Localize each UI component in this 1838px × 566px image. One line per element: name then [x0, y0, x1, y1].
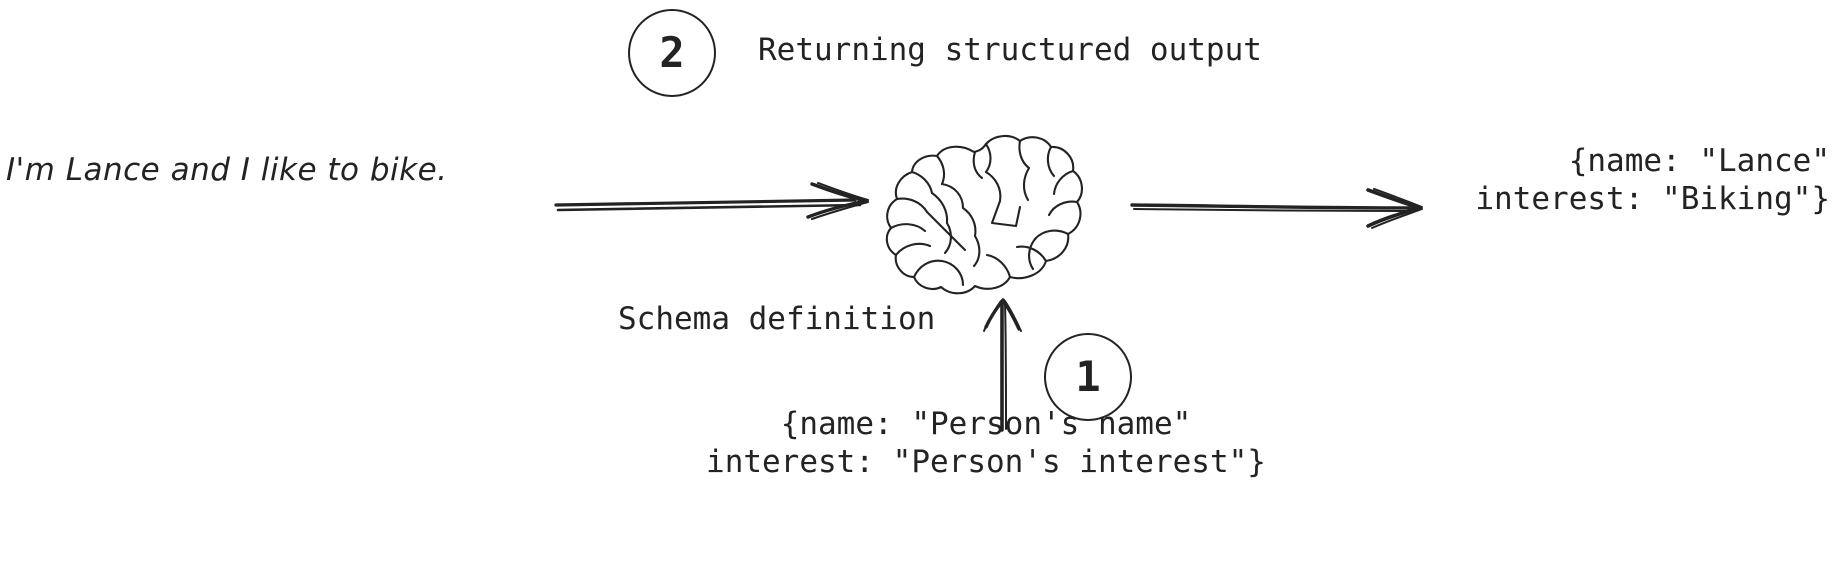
- step-2-badge: 2: [628, 9, 716, 97]
- step-2-number: 2: [659, 28, 685, 77]
- brain-icon: [885, 135, 1083, 295]
- schema-line-2: interest: "Person's interest"}: [706, 444, 1266, 480]
- arrow-model-to-output-icon: [1130, 188, 1423, 229]
- step-2-label: Returning structured output: [758, 32, 1262, 68]
- arrow-input-to-model-icon: [554, 181, 870, 221]
- output-line-2: interest: "Biking"}: [1475, 181, 1830, 217]
- step-1-number: 1: [1075, 352, 1101, 401]
- structured-output-text: {name: "Lance"interest: "Biking"}: [1466, 142, 1830, 218]
- schema-definition-label: Schema definition: [618, 301, 936, 337]
- step-1-badge: 1: [1044, 333, 1132, 421]
- schema-line-1: {name: "Person's name": [780, 406, 1192, 442]
- input-utterance-text: I'm Lance and I like to bike.: [6, 152, 448, 188]
- output-line-1: {name: "Lance": [1568, 143, 1830, 179]
- schema-definition-text: {name: "Person's name"interest: "Person'…: [700, 405, 1272, 481]
